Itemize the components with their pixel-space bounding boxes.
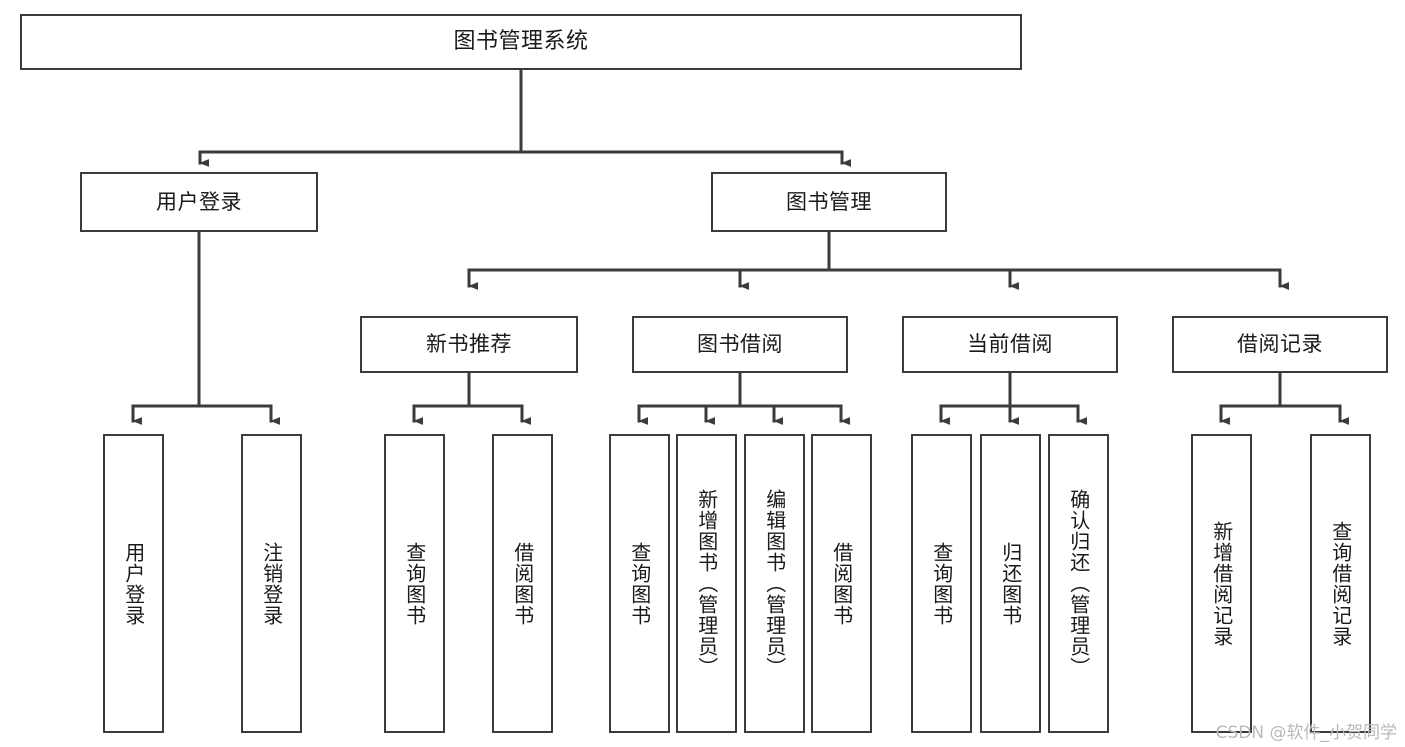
leaf-add-book[interactable]: 新增图书（管理员）: [676, 434, 737, 733]
leaf-borrow-book-2[interactable]: 借阅图书: [811, 434, 872, 733]
leaf-add-record[interactable]: 新增借阅记录: [1191, 434, 1252, 733]
node-borrow-record[interactable]: 借阅记录: [1172, 316, 1388, 373]
leaf-query-record-label: 查询借阅记录: [1328, 520, 1353, 647]
node-user-login[interactable]: 用户登录: [80, 172, 318, 232]
leaf-borrow-book-1-label: 借阅图书: [510, 541, 535, 626]
node-book-borrow[interactable]: 图书借阅: [632, 316, 848, 373]
edges-bookmanage-to-level3: [467, 230, 1290, 290]
leaf-query-book-3[interactable]: 查询图书: [911, 434, 972, 733]
edges-newbook-to-leaves: [412, 371, 532, 425]
node-root-system-label: 图书管理系统: [453, 29, 589, 55]
leaf-query-record[interactable]: 查询借阅记录: [1310, 434, 1371, 733]
leaf-confirm-return-label: 确认归还（管理员）: [1066, 489, 1091, 678]
leaf-edit-book[interactable]: 编辑图书（管理员）: [744, 434, 805, 733]
node-user-login-label: 用户登录: [156, 189, 242, 214]
leaf-borrow-book-2-label: 借阅图书: [829, 541, 854, 626]
leaf-user-login-label: 用户登录: [121, 541, 146, 626]
node-new-book-recommend-label: 新书推荐: [426, 332, 512, 357]
leaf-query-book-1[interactable]: 查询图书: [384, 434, 445, 733]
leaf-confirm-return[interactable]: 确认归还（管理员）: [1048, 434, 1109, 733]
edges-userlogin-to-leaves: [131, 230, 281, 425]
leaf-return-book-label: 归还图书: [998, 541, 1023, 626]
leaf-add-book-label: 新增图书（管理员）: [694, 489, 719, 678]
leaf-user-login[interactable]: 用户登录: [103, 434, 164, 733]
leaf-add-record-label: 新增借阅记录: [1209, 520, 1234, 647]
edges-root-to-level2: [198, 68, 852, 167]
leaf-query-book-2-label: 查询图书: [627, 541, 652, 626]
node-root-system[interactable]: 图书管理系统: [20, 14, 1022, 70]
node-current-borrow-label: 当前借阅: [967, 332, 1053, 357]
leaf-query-book-2[interactable]: 查询图书: [609, 434, 670, 733]
leaf-borrow-book-1[interactable]: 借阅图书: [492, 434, 553, 733]
node-book-manage[interactable]: 图书管理: [711, 172, 947, 232]
node-book-manage-label: 图书管理: [786, 189, 872, 214]
leaf-logout-login-label: 注销登录: [259, 541, 284, 626]
node-new-book-recommend[interactable]: 新书推荐: [360, 316, 578, 373]
leaf-edit-book-label: 编辑图书（管理员）: [762, 489, 787, 678]
edges-currentborrow-to-leaves: [939, 371, 1088, 425]
leaf-logout-login[interactable]: 注销登录: [241, 434, 302, 733]
node-borrow-record-label: 借阅记录: [1237, 332, 1323, 357]
node-book-borrow-label: 图书借阅: [697, 332, 783, 357]
leaf-return-book[interactable]: 归还图书: [980, 434, 1041, 733]
leaf-query-book-3-label: 查询图书: [929, 541, 954, 626]
leaf-query-book-1-label: 查询图书: [402, 541, 427, 626]
node-current-borrow[interactable]: 当前借阅: [902, 316, 1118, 373]
edges-borrowrecord-to-leaves: [1219, 371, 1350, 425]
edges-bookborrow-to-leaves: [637, 371, 851, 425]
